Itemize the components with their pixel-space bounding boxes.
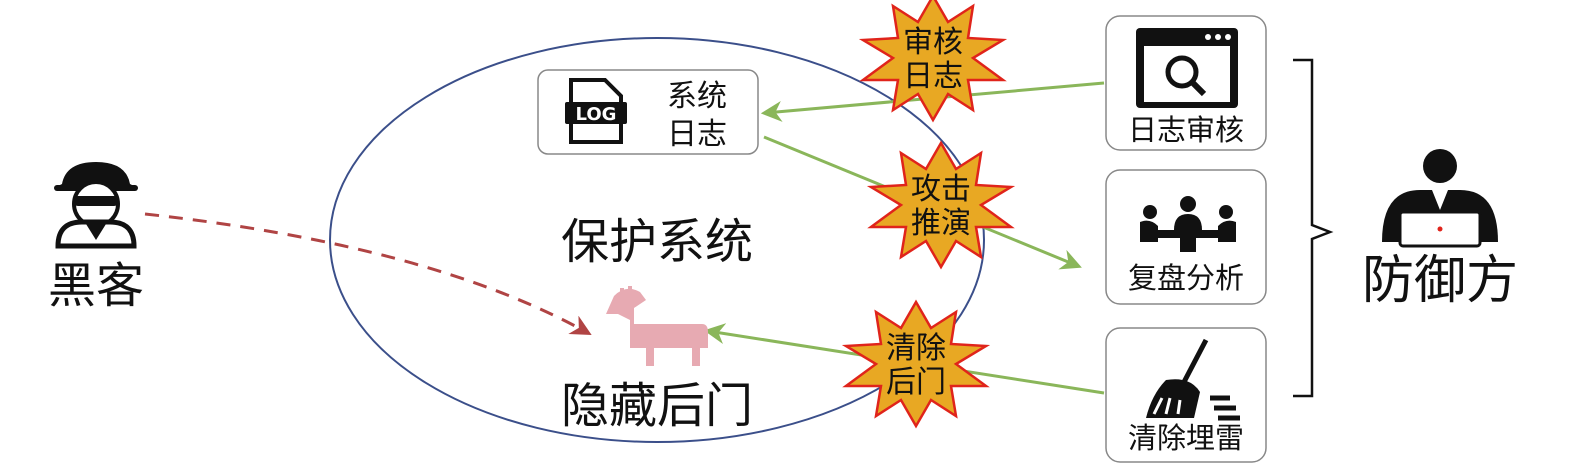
- svg-text:日志审核: 日志审核: [1128, 113, 1244, 147]
- svg-text:攻击: 攻击: [911, 172, 971, 207]
- card-clean: 清除埋雷: [1105, 327, 1267, 463]
- svg-text:LOG: LOG: [576, 104, 617, 125]
- broom-icon: [1146, 338, 1240, 421]
- defender-bracket: [1293, 58, 1334, 398]
- defender-label: 防御方: [1362, 251, 1518, 311]
- user-laptop-icon: [1382, 149, 1498, 248]
- attack-arrow: [144, 212, 592, 336]
- card-log-audit: 日志审核: [1105, 15, 1267, 151]
- card-review: 复盘分析: [1105, 169, 1267, 305]
- attacker-label: 黑客: [48, 258, 144, 314]
- burst-remove-backdoor: 清除 后门: [841, 299, 991, 429]
- meeting-icon: [1140, 196, 1236, 252]
- svg-text:清除: 清除: [886, 331, 946, 366]
- svg-text:日志: 日志: [903, 59, 963, 94]
- log-file-icon: LOG: [565, 78, 627, 144]
- svg-text:审核: 审核: [903, 25, 963, 60]
- burst-simulation: 攻击 推演: [866, 140, 1016, 270]
- magnifier-window-icon: [1136, 28, 1238, 108]
- spy-icon: [54, 162, 138, 249]
- system-boundary: [329, 37, 985, 443]
- svg-text:复盘分析: 复盘分析: [1128, 261, 1244, 295]
- svg-text:清除埋雷: 清除埋雷: [1128, 421, 1244, 455]
- log-box-line1: 系统: [667, 79, 727, 114]
- svg-text:后门: 后门: [886, 365, 946, 400]
- log-box-line2: 日志: [667, 117, 727, 152]
- burst-audit: 审核 日志: [858, 0, 1008, 123]
- system-label: 保护系统: [561, 214, 753, 270]
- trojan-horse-icon: [606, 286, 708, 366]
- svg-text:推演: 推演: [911, 206, 971, 241]
- backdoor-label: 隐藏后门: [561, 378, 753, 434]
